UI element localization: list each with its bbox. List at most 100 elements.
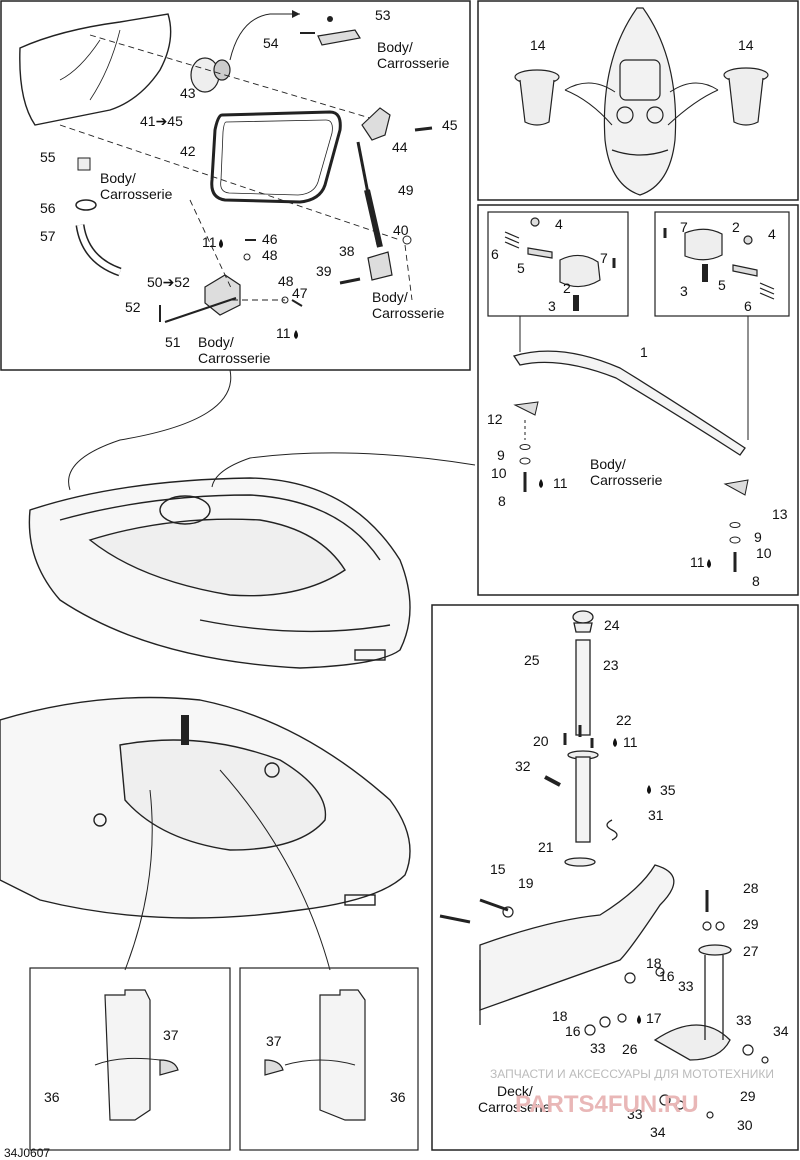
label-carr-56: Carrosserie xyxy=(100,186,173,202)
watermark-line1: ЗАПЧАСТИ И АКСЕССУАРЫ ДЛЯ МОТОТЕХНИКИ xyxy=(490,1067,774,1081)
latch-cylinder-part xyxy=(190,57,231,93)
callout-16a: 16 xyxy=(659,968,675,984)
callouts-mid-right: 4 7 2 6 5 7 2 5 3 3 4 6 1 12 9 10 8 11 1… xyxy=(487,216,788,589)
callout-18a: 18 xyxy=(646,955,662,971)
label-deck: Deck/ xyxy=(497,1083,533,1099)
bracket-38 xyxy=(367,251,393,281)
callout-3b: 3 xyxy=(680,283,688,299)
callout-36a: 36 xyxy=(44,1089,60,1105)
callout-2b: 2 xyxy=(732,219,740,235)
callout-29a: 29 xyxy=(743,916,759,932)
boat-top-view xyxy=(603,7,677,196)
panel-36-right xyxy=(264,989,366,1121)
callout-11b: 11 xyxy=(276,325,291,341)
callout-33d: 33 xyxy=(627,1106,643,1122)
callout-25: 25 xyxy=(524,652,540,668)
callout-33a: 33 xyxy=(678,978,694,994)
callout-26: 26 xyxy=(622,1041,638,1057)
callout-29b: 29 xyxy=(740,1088,756,1104)
callout-6b: 6 xyxy=(744,298,752,314)
frame-inset-right xyxy=(654,211,790,317)
callout-21: 21 xyxy=(538,839,554,855)
label-body-mid: Body/ xyxy=(590,456,626,472)
callout-16b: 16 xyxy=(565,1023,581,1039)
callout-41-45: 41➔45 xyxy=(140,113,183,129)
oil-drop-icon xyxy=(707,559,711,568)
callout-46: 46 xyxy=(262,231,278,247)
callout-13: 13 xyxy=(772,506,788,522)
callout-37b: 37 xyxy=(266,1033,282,1049)
callout-44: 44 xyxy=(392,139,408,155)
label-body-56: Body/ xyxy=(100,170,136,186)
oil-drop-icon xyxy=(647,785,651,794)
frame-mid-right xyxy=(477,204,799,596)
inset-right-parts xyxy=(663,228,775,300)
callout-55: 55 xyxy=(40,149,56,165)
callout-28: 28 xyxy=(743,880,759,896)
callout-7b: 7 xyxy=(680,219,688,235)
label-carr-51: Carrosserie xyxy=(198,350,271,366)
callout-48a: 48 xyxy=(262,247,278,263)
boat-rear-view xyxy=(0,696,411,919)
callout-35: 35 xyxy=(660,782,676,798)
callout-31: 31 xyxy=(648,807,664,823)
callout-1: 1 xyxy=(640,344,648,360)
hose-57-inner xyxy=(77,224,122,275)
panel-36-left xyxy=(104,989,179,1121)
callout-27: 27 xyxy=(743,943,759,959)
oil-drop-icon xyxy=(613,738,617,747)
label-body-38: Body/ xyxy=(372,289,408,305)
overview-leaders xyxy=(68,369,476,491)
callout-19: 19 xyxy=(518,875,534,891)
screw-53 xyxy=(327,16,333,22)
callout-3a: 3 xyxy=(548,298,556,314)
cupholder-left xyxy=(514,69,560,126)
callout-2a: 2 xyxy=(563,280,571,296)
callout-10a: 10 xyxy=(491,465,507,481)
callout-14a: 14 xyxy=(530,37,546,53)
callout-45: 45 xyxy=(442,117,458,133)
label-body-51: Body/ xyxy=(198,334,234,350)
rear-leaders xyxy=(124,769,331,971)
callout-33c: 33 xyxy=(736,1012,752,1028)
callout-8a: 8 xyxy=(498,493,506,509)
seal-42-inner xyxy=(220,119,333,196)
callout-9a: 9 xyxy=(497,447,505,463)
callout-6a: 6 xyxy=(491,246,499,262)
oil-drop-icon xyxy=(219,239,223,248)
callout-51: 51 xyxy=(165,334,181,350)
bracket-26 xyxy=(653,944,732,1061)
callout-56: 56 xyxy=(40,200,56,216)
callout-49: 49 xyxy=(398,182,414,198)
label-carr-53: Carrosserie xyxy=(377,55,450,71)
callout-52: 52 xyxy=(125,299,141,315)
callouts-bottom-right: 24 25 23 22 20 11 32 35 31 21 15 19 28 2… xyxy=(490,617,789,1140)
callout-22: 22 xyxy=(616,712,632,728)
callouts-bottom-left: 37 36 37 36 xyxy=(44,1027,406,1105)
bracket-44 xyxy=(361,107,391,141)
callout-12: 12 xyxy=(487,411,503,427)
small-hardware xyxy=(439,890,769,1119)
label-carr-mid: Carrosserie xyxy=(590,472,663,488)
callouts-top-right: 14 14 xyxy=(530,37,754,53)
callout-37a: 37 xyxy=(163,1027,179,1043)
callout-30: 30 xyxy=(737,1117,753,1133)
handle-hardware xyxy=(519,316,749,572)
deck-section xyxy=(479,864,675,1025)
oil-drop-icon xyxy=(294,330,298,339)
callout-34b: 34 xyxy=(650,1124,666,1140)
dashed-leaders xyxy=(59,34,413,301)
callout-11d: 11 xyxy=(690,554,705,570)
grab-handle-1 xyxy=(512,350,746,456)
callout-48b: 48 xyxy=(278,273,294,289)
oil-drop-icons xyxy=(219,239,298,339)
callout-24: 24 xyxy=(604,617,620,633)
cupholder-right xyxy=(723,67,769,126)
callout-54: 54 xyxy=(263,35,279,51)
callout-43: 43 xyxy=(180,85,196,101)
label-body-53: Body/ xyxy=(377,39,413,55)
callout-57: 57 xyxy=(40,228,56,244)
arrow-36-left xyxy=(94,1057,161,1066)
frame-inset-left xyxy=(487,211,629,317)
callout-7a: 7 xyxy=(600,250,608,266)
